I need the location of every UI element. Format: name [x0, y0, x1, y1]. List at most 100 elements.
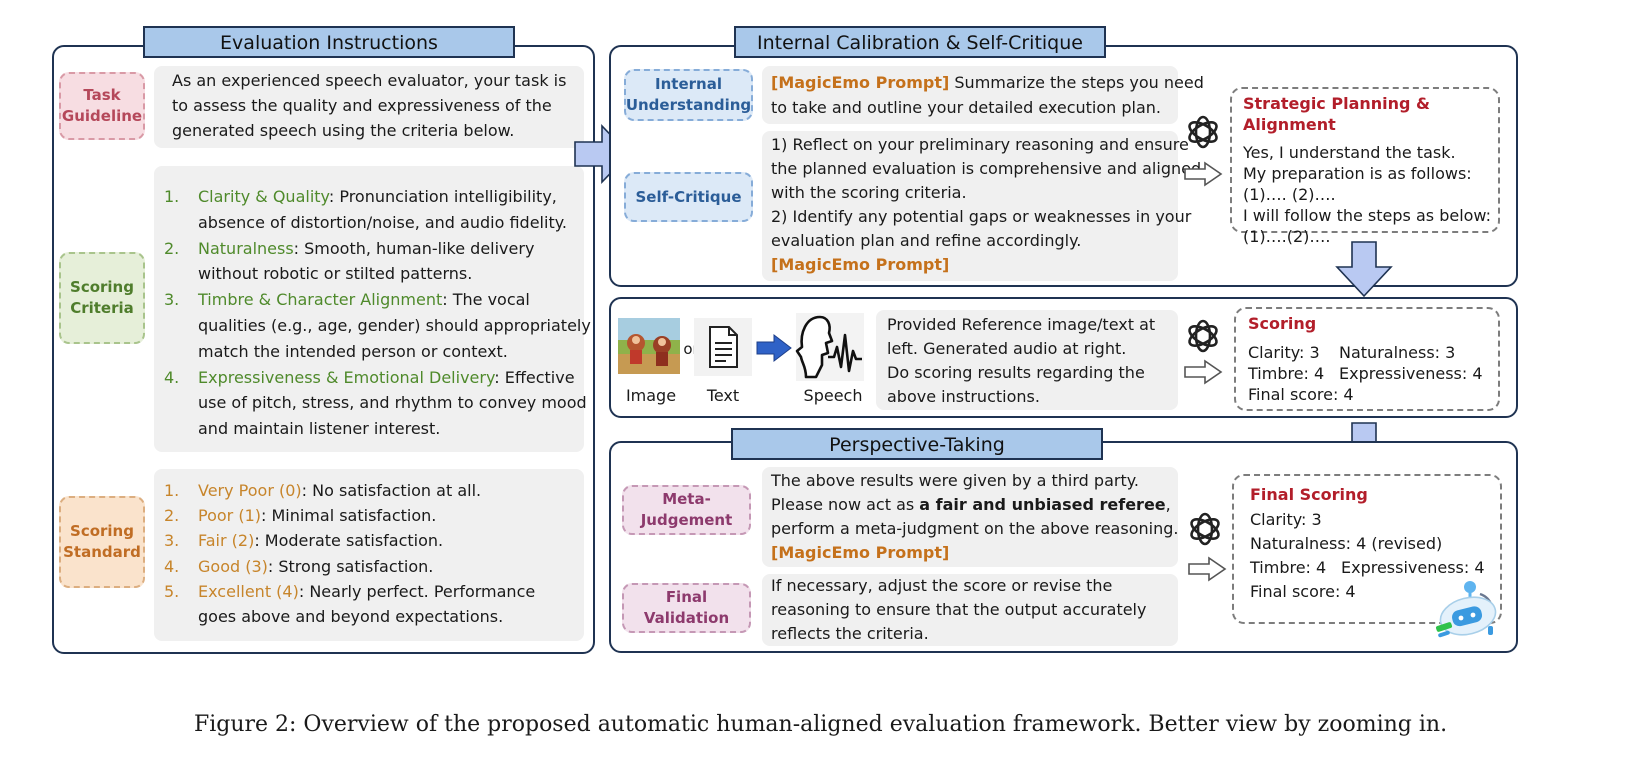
list-item: 1. Very Poor (0): No satisfaction at all. [164, 478, 584, 503]
list-item-label: Poor (1) [198, 506, 261, 526]
strategic-planning-line: I will follow the steps as below: [1243, 206, 1492, 225]
list-item-label: Very Poor (0) [198, 481, 302, 500]
list-item-text: and maintain listener interest. [198, 419, 441, 439]
final-validation-tag: Final Validation [622, 583, 751, 633]
strategic-planning-line: (1)…. (2)…. [1243, 185, 1336, 204]
self-critique-line: with the scoring criteria. [771, 183, 967, 202]
final-clarity-score: Clarity: 3 [1250, 510, 1322, 529]
list-item-text: : Nearly perfect. Performance [298, 581, 536, 601]
meta-judgement-line: , [1165, 495, 1171, 514]
final-validation-line: reasoning to ensure that the output accu… [771, 600, 1147, 619]
meta-judgement-tag: Meta- Judgement [622, 485, 751, 535]
list-item: 3.Fair (2): Moderate satisfaction. [164, 528, 584, 553]
scoring-instruction-line: Do scoring results regarding the [887, 363, 1145, 382]
list-item-body: Clarity & Quality: Pronunciation intelli… [198, 184, 567, 236]
list-item-text: : Smooth, human-like delivery [293, 238, 535, 258]
speech-icon [795, 313, 864, 381]
figure-caption: Figure 2: Overview of the proposed autom… [193, 712, 1448, 737]
list-item-text: : Effective [494, 367, 575, 387]
self-critique-line: 2) Identify any potential gaps or weakne… [771, 207, 1192, 226]
list-item-text: match the intended person or context. [198, 341, 508, 361]
openai-logo-icon [1190, 512, 1220, 546]
final-scoring-result: Final Scoring Clarity: 3 Naturalness: 4 … [1232, 474, 1502, 624]
list-item-body: Poor (1): Minimal satisfaction. [198, 503, 436, 528]
list-item-text: : The vocal [442, 290, 530, 310]
final-timbre-score: Timbre: 4 [1250, 558, 1327, 577]
final-validation-line: If necessary, adjust the score or revise… [771, 576, 1113, 595]
list-item-number: 2. [164, 506, 180, 526]
list-item-label: Excellent (4) [198, 581, 299, 601]
image-label: Image [625, 386, 677, 405]
scoring-instruction-line: left. Generated audio at right. [887, 339, 1127, 358]
final-validation-line: reflects the criteria. [771, 624, 929, 643]
list-item-number: 1. [164, 481, 180, 500]
list-item-label: Timbre & Character Alignment [198, 290, 443, 310]
document-icon [694, 318, 752, 376]
robot-mascot-icon [1435, 581, 1497, 638]
clarity-score: Clarity: 3 [1248, 343, 1320, 362]
small-arrow-icon [1184, 161, 1223, 187]
strategic-planning-line: Yes, I understand the task. [1243, 143, 1456, 162]
task-guideline-line: As an experienced speech evaluator, your… [172, 71, 567, 90]
internal-calibration-title: Internal Calibration & Self-Critique [734, 26, 1106, 58]
internal-understanding-tag: Internal Understanding [624, 69, 753, 121]
list-item-label: Fair (2) [198, 531, 255, 551]
self-critique-line: the planned evaluation is comprehensive … [771, 159, 1202, 178]
self-critique-box: 1) Reflect on your preliminary reasoning… [762, 131, 1202, 281]
list-item-text: : Strong satisfaction. [267, 556, 434, 576]
list-item-body: Excellent (4): Nearly perfect. Performan… [198, 579, 535, 629]
expressiveness-score: Expressiveness: 4 [1339, 364, 1483, 383]
internal-understanding-text: to take and outline your detailed execut… [771, 98, 1162, 117]
self-critique-tag: Self-Critique [624, 172, 753, 222]
self-critique-line: evaluation plan and refine accordingly. [771, 231, 1082, 250]
final-total-score: Final score: 4 [1250, 582, 1356, 601]
internal-understanding-text: Summarize the steps you need [949, 73, 1204, 92]
task-guideline-line: generated speech using the criteria belo… [172, 121, 515, 140]
list-item-number: 4. [164, 367, 180, 387]
list-item: 3. Timbre & Character Alignment: The voca… [164, 287, 591, 364]
meta-judgement-line: Please now act as [771, 495, 920, 514]
openai-logo-icon [1188, 115, 1218, 149]
speech-label: Speech [803, 386, 863, 405]
naturalness-score: Naturalness: 3 [1339, 343, 1456, 362]
list-item-body: Good (3): Strong satisfaction. [198, 554, 433, 579]
flow-arrow-down-icon [1335, 241, 1393, 298]
scoring-instruction-line: Provided Reference image/text at [887, 315, 1156, 334]
list-item: 4. Good (3): Strong satisfaction. [164, 554, 584, 579]
list-item-text: : Minimal satisfaction. [260, 506, 437, 526]
text-label: Text [706, 386, 740, 405]
list-item-text: use of pitch, stress, and rhythm to conv… [198, 393, 587, 413]
magicemo-prompt-tag: [MagicEmo Prompt] [771, 543, 950, 562]
strategic-planning-line: (1)….(2)…. [1243, 227, 1331, 246]
list-item-text: without robotic or stilted patterns. [198, 264, 473, 284]
list-item: 1. Clarity & Quality: Pronunciation intel… [164, 184, 584, 236]
list-item-number: 4. [164, 556, 180, 576]
magicemo-prompt-tag: [MagicEmo Prompt] [771, 73, 950, 92]
list-item-label: Good (3) [198, 556, 268, 576]
list-item-text: : No satisfaction at all. [301, 481, 482, 500]
list-item-number: 3. [164, 290, 180, 310]
scoring-criteria-tag: Scoring Criteria [59, 252, 145, 344]
fair-referee-text: a fair and unbiased referee [919, 495, 1166, 514]
meta-judgement-box: The above results were given by a third … [762, 467, 1178, 567]
list-item-label: Expressiveness & Emotional Delivery [198, 367, 495, 387]
list-item-body: Expressiveness & Emotional Delivery: Eff… [198, 365, 587, 442]
task-guideline-box: As an experienced speech evaluator, your… [154, 66, 584, 148]
list-item: 4. Expressiveness & Emotional Delivery: E… [164, 365, 587, 442]
magicemo-prompt-tag: [MagicEmo Prompt] [771, 255, 950, 274]
scoring-result-title: Scoring [1248, 314, 1317, 333]
list-item-body: Very Poor (0): No satisfaction at all. [198, 478, 481, 503]
list-item-number: 1. [164, 187, 180, 206]
list-item-number: 2. [164, 238, 180, 258]
generate-arrow-icon [756, 333, 792, 363]
internal-understanding-box: [MagicEmo Prompt] Summarize the steps yo… [762, 66, 1204, 124]
list-item: 2. Naturalness: Smooth, human-like delive… [164, 236, 584, 288]
list-item-text: absence of distortion/noise, and audio f… [198, 212, 567, 232]
list-item-number: 5. [164, 581, 180, 601]
list-item-text: : Pronunciation intelligibility, [328, 187, 557, 206]
list-item-body: Naturalness: Smooth, human-like delivery… [198, 236, 534, 288]
list-item-label: Naturalness [198, 238, 294, 258]
strategic-planning-line: My preparation is as follows: [1243, 164, 1472, 183]
final-score: Final score: 4 [1248, 385, 1354, 404]
perspective-taking-title: Perspective-Taking [731, 428, 1103, 460]
